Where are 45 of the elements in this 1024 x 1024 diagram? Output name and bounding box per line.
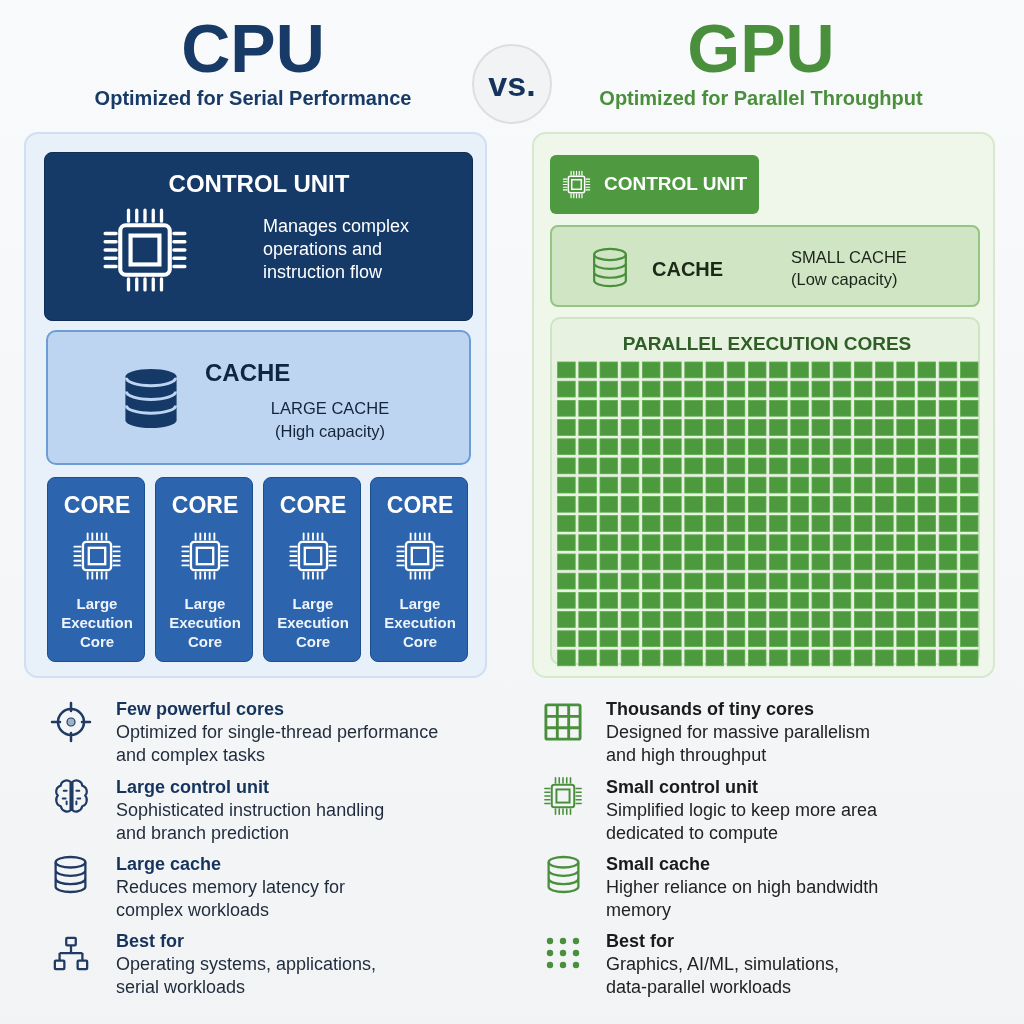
versus-text: vs. xyxy=(488,65,536,103)
core-title: CORE xyxy=(386,491,454,519)
processor-subtitle: Optimized for Serial Performance xyxy=(94,86,412,110)
core-title: CORE xyxy=(279,491,347,519)
block-title: CONTROL UNIT xyxy=(168,169,350,199)
core-block xyxy=(47,477,145,662)
panel-title: PARALLEL EXECUTION CORES xyxy=(622,332,912,356)
feature-description: Designed for massive parallelism and high throughput xyxy=(606,720,872,767)
core-description: Large Execution Core xyxy=(168,594,242,651)
block-title: CACHE xyxy=(205,359,291,387)
processor-heading: CPU xyxy=(181,13,325,83)
cache-block xyxy=(46,330,471,465)
control-unit-block xyxy=(44,152,473,321)
core-description: Large Execution Core xyxy=(276,594,350,651)
core-block xyxy=(370,477,468,662)
core-description: Large Execution Core xyxy=(383,594,457,651)
core-title: CORE xyxy=(171,491,239,519)
feature-title: Large cache xyxy=(116,852,222,876)
feature-description: Higher reliance on high bandwidth memory xyxy=(606,875,880,922)
feature-title: Large control unit xyxy=(116,775,269,799)
core-block xyxy=(263,477,361,662)
feature-title: Small control unit xyxy=(606,775,758,799)
control-unit-block xyxy=(550,155,759,214)
core-description: Large Execution Core xyxy=(60,594,134,651)
processor-heading: GPU xyxy=(687,13,835,83)
block-title: CONTROL UNIT xyxy=(604,172,748,196)
feature-description: Optimized for single-thread performance and complex tasks xyxy=(116,720,440,767)
feature-title: Small cache xyxy=(606,852,711,876)
feature-description: Simplified logic to keep more area dedicated to compute xyxy=(606,798,879,845)
cache-block xyxy=(550,225,980,307)
block-title: CACHE xyxy=(652,257,724,282)
feature-title: Few powerful cores xyxy=(116,697,285,721)
feature-title: Best for xyxy=(116,929,184,953)
feature-title: Best for xyxy=(606,929,674,953)
feature-description: Operating systems, applications, serial workloads xyxy=(116,952,378,999)
core-block xyxy=(155,477,253,662)
feature-description: Sophisticated instruction handling and branch prediction xyxy=(116,798,386,845)
feature-description: Reduces memory latency for complex workloads xyxy=(116,875,347,922)
core-title: CORE xyxy=(63,491,131,519)
feature-description: Graphics, AI/ML, simulations, data-parallel workloads xyxy=(606,952,841,999)
cache-description: LARGE CACHE (High capacity) xyxy=(269,398,391,442)
block-description: Manages complex operations and instruction flow xyxy=(263,215,411,284)
processor-subtitle: Optimized for Parallel Throughput xyxy=(599,86,923,110)
feature-title: Thousands of tiny cores xyxy=(606,697,815,721)
cache-description: SMALL CACHE (Low capacity) xyxy=(791,247,908,290)
